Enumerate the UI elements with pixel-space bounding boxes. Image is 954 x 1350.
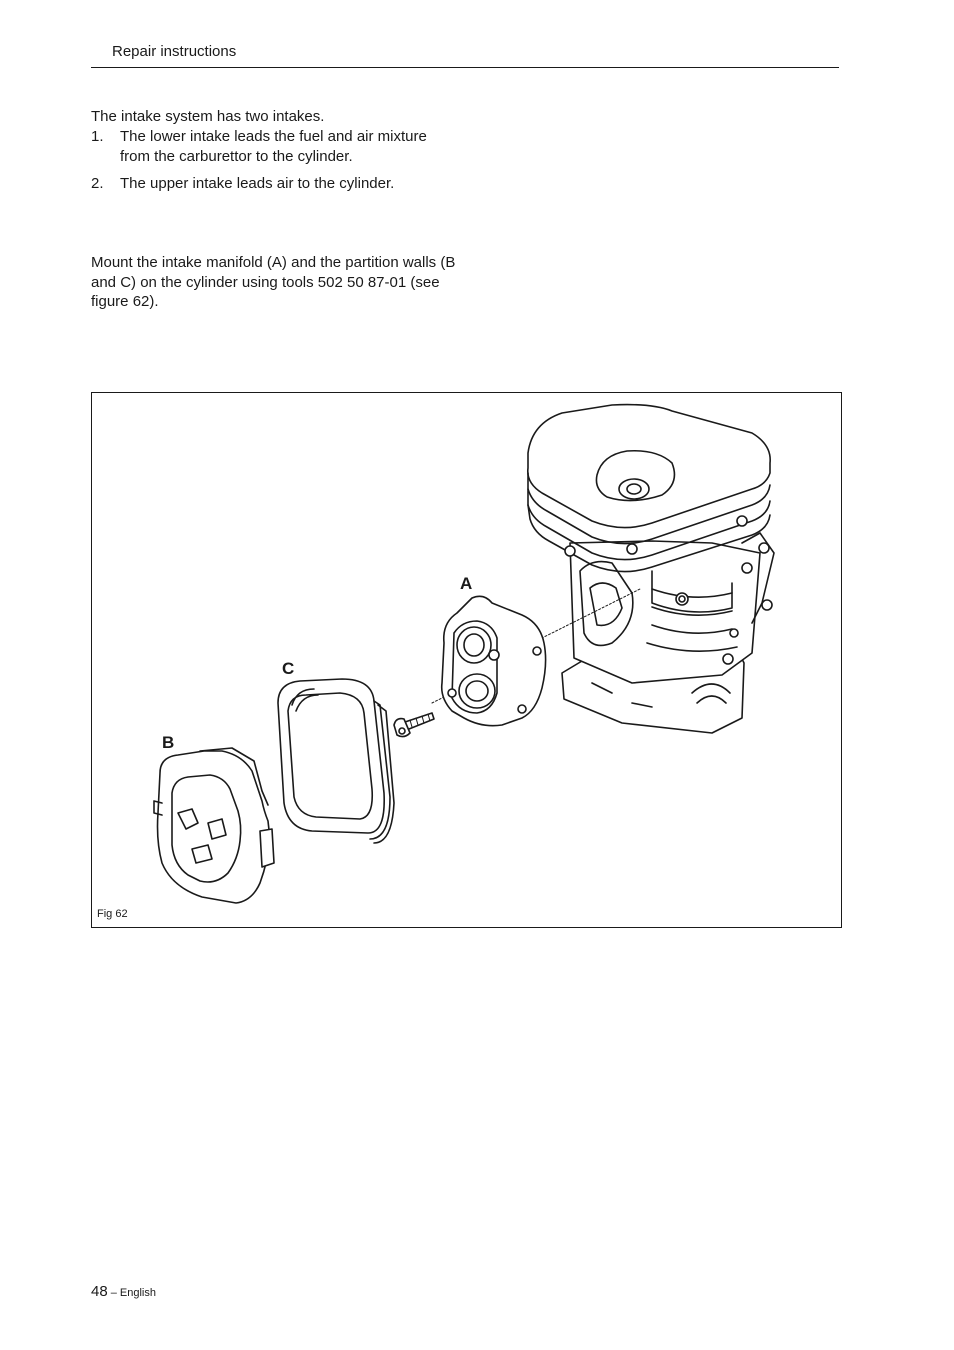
partition-wall-c-drawing — [277, 678, 395, 844]
list-item-text: The upper intake leads air to the cylind… — [120, 175, 395, 192]
page-footer: 48 – English — [91, 1283, 156, 1300]
callout-label-b: B — [162, 733, 175, 752]
cylinder-drawing — [526, 403, 775, 734]
page-number: 48 — [91, 1283, 108, 1300]
callout-label-c: C — [282, 659, 295, 678]
list-item: 1. The lower intake leads the fuel and a… — [91, 127, 471, 167]
list-item-number: 1. — [91, 128, 104, 145]
callout-label-a: A — [460, 574, 473, 593]
mount-instruction-paragraph: Mount the intake manifold (A) and the pa… — [91, 254, 456, 310]
list-item-text: The lower intake leads the fuel and air … — [120, 128, 427, 165]
figure-62: A C B Fig 62 — [91, 392, 842, 928]
exploded-view-drawing — [153, 403, 775, 904]
partition-wall-b-drawing — [153, 747, 275, 904]
figure-caption: Fig 62 — [97, 908, 128, 920]
screw-drawing — [393, 712, 435, 738]
header-divider — [91, 67, 839, 68]
intro-paragraph: The intake system has two intakes. — [91, 108, 325, 125]
list-item-number: 2. — [91, 175, 104, 192]
footer-language: – English — [107, 1287, 156, 1299]
list-item: 2. The upper intake leads air to the cyl… — [91, 174, 471, 194]
running-header: Repair instructions — [112, 43, 237, 60]
intake-manifold-a-drawing — [440, 595, 547, 727]
